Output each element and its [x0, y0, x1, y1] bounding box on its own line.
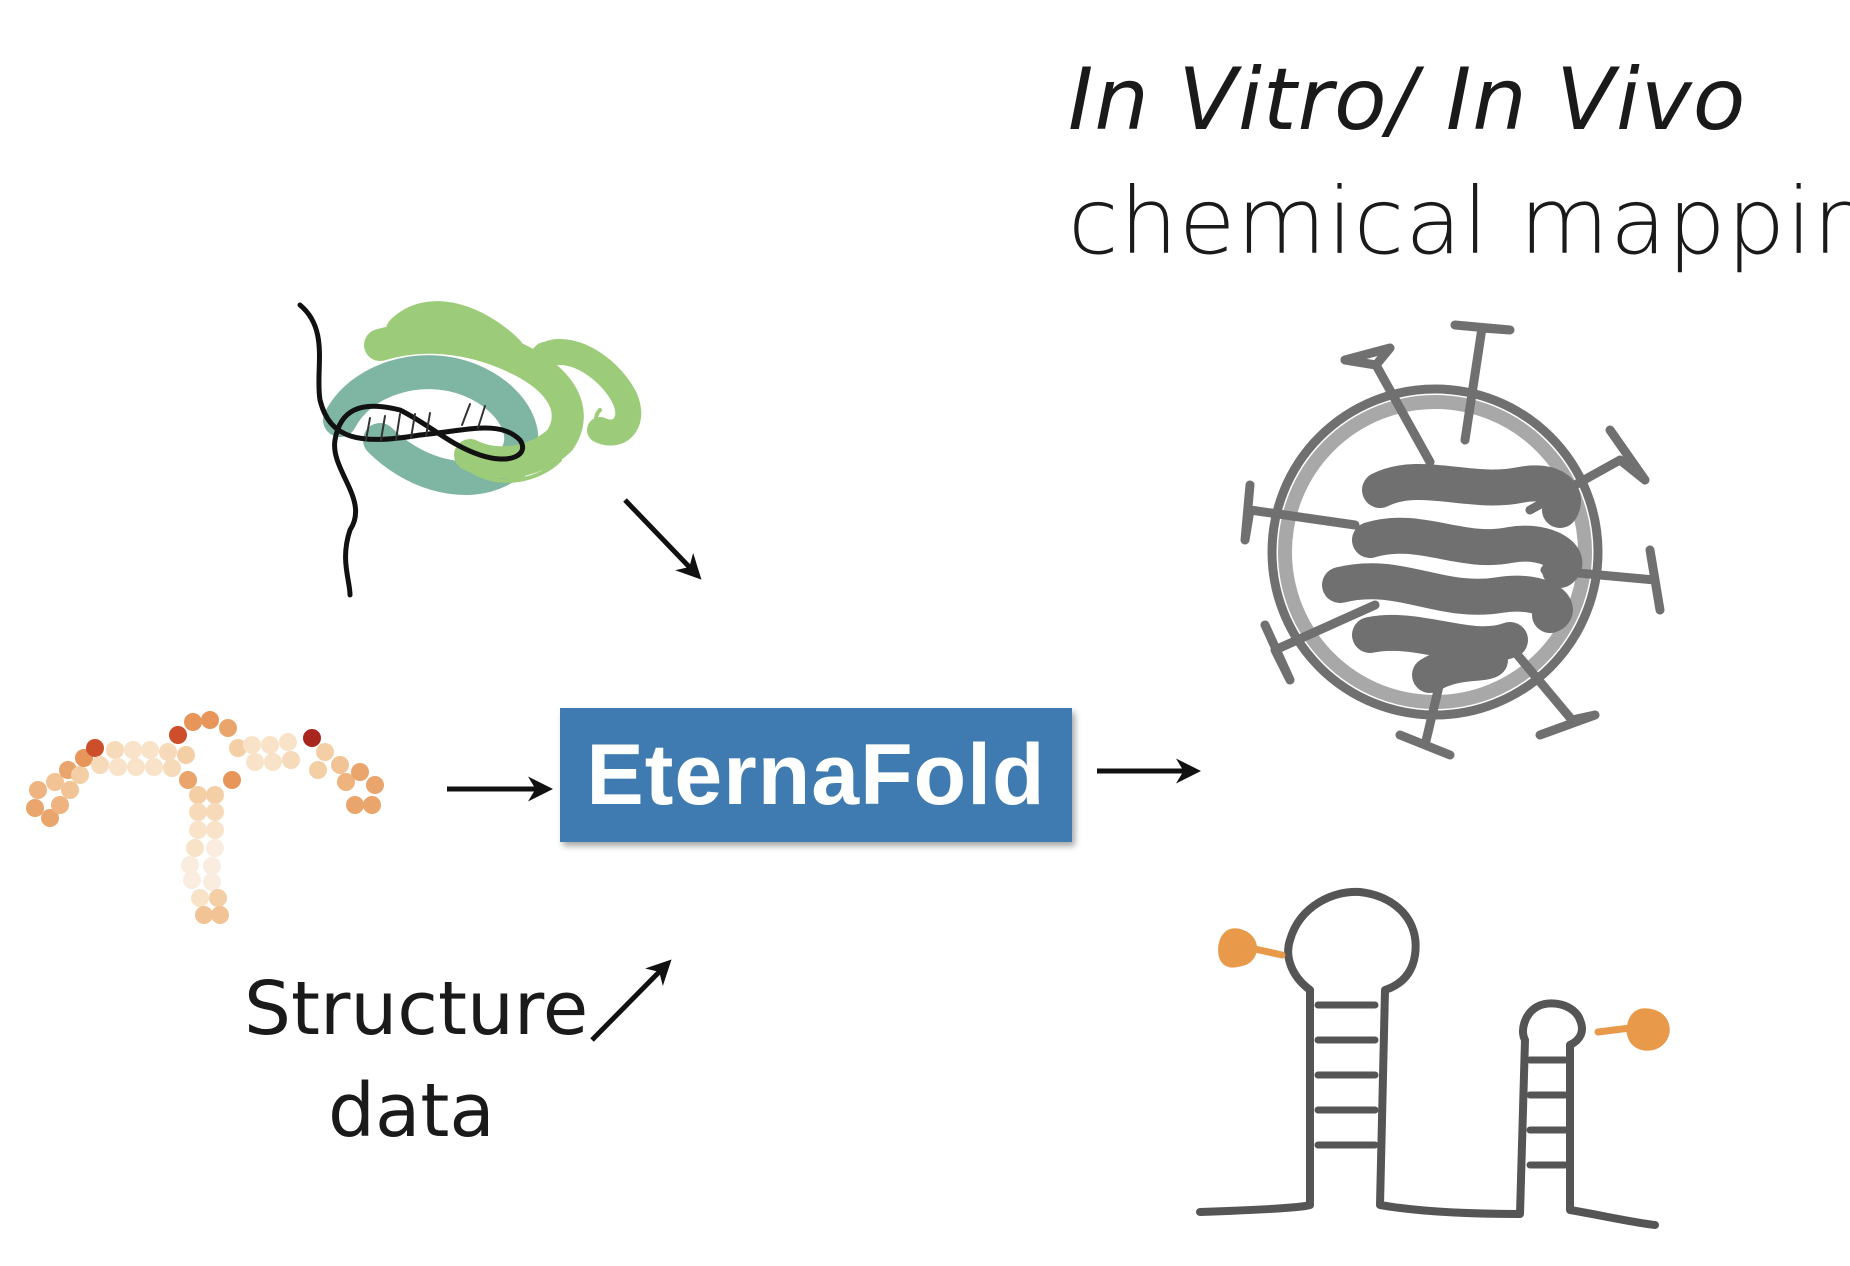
- arrow-structure-data-to-eternafold: [590, 959, 672, 1042]
- eternafold-label: EternaFold: [586, 726, 1046, 823]
- arrow-protein-to-eternafold: [623, 498, 702, 580]
- rna-secondary-structure-icon: [26, 711, 384, 924]
- eternafold-box: EternaFold: [560, 708, 1072, 842]
- hairpin-rna-icon: [1196, 887, 1670, 1229]
- title-line-1: In Vitro/ In Vivo: [1068, 50, 1747, 150]
- virus-icon: [1240, 320, 1665, 760]
- structure-data-label-line-2: data: [328, 1068, 495, 1154]
- title-line-2: chemical mapping: [1068, 168, 1850, 275]
- structure-data-label-line-1: Structure: [244, 966, 589, 1052]
- protein-rna-complex-icon: [297, 301, 642, 598]
